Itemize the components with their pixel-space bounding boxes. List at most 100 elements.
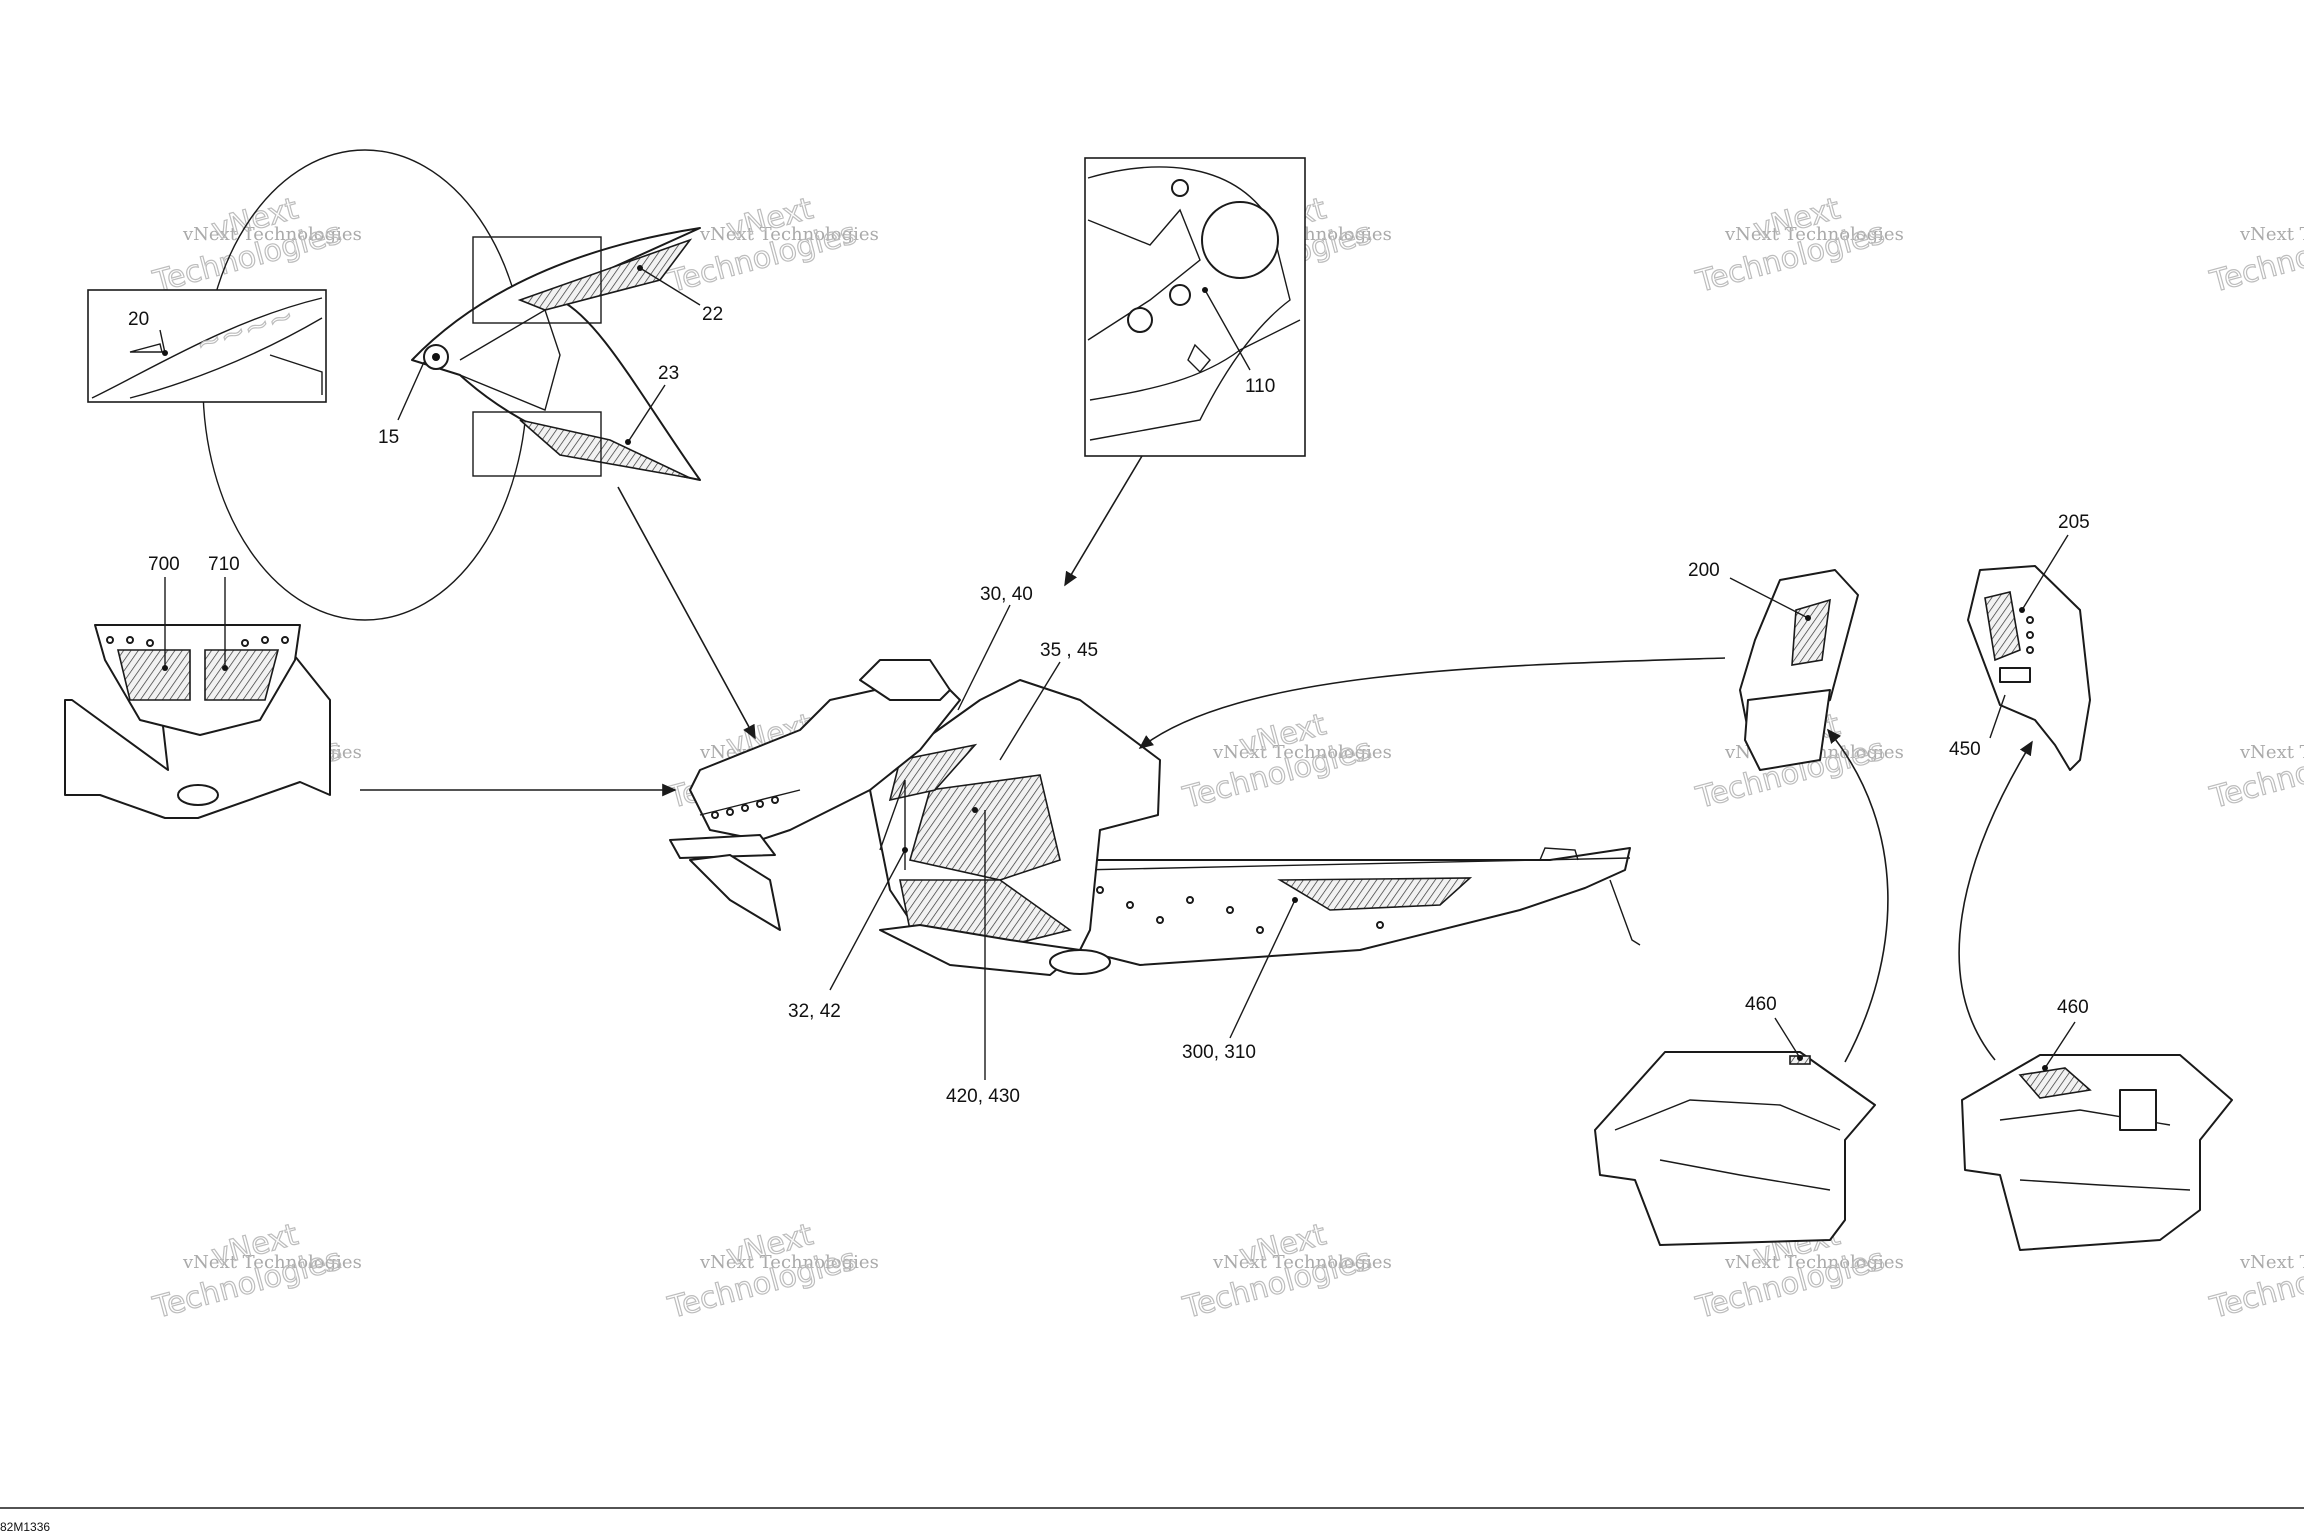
console-panel-lower [1744,689,1831,771]
leader-dot [162,665,168,671]
watermark: vNext Technologies Technologies vNext [1178,1217,1391,1327]
drawing-code: 82M1336 [0,1520,50,1534]
detail-box-lower [472,411,602,477]
callout-23: 23 [658,363,679,384]
tunnel-decal-300 [1277,877,1473,911]
leader-dot [902,847,908,853]
lower-right-side-panel-view: 460 [1961,997,2233,1251]
watermark: vNext Technologies Technologies [2205,1241,2304,1326]
front-grille-holes [106,636,289,647]
rail-line [1079,857,1631,871]
hood-emblem-dot [432,353,440,361]
panel-contour [1659,1159,1831,1191]
rivet [1256,926,1264,934]
watermark: vNext Technologies Technologies vNext [663,191,879,301]
rear-flap [1609,879,1641,946]
callout-460-right: 460 [2057,997,2089,1018]
grille-hole [281,636,289,644]
callout-110: 110 [1245,376,1275,397]
decal-450 [1999,667,2031,683]
rivet [1186,896,1194,904]
watermark: vNext Technologies Technologies vNext [663,1217,878,1327]
leader-300310 [1229,899,1296,1039]
leader-dot [162,350,168,356]
watermark: vNext Technologies Technologies [2205,215,2304,300]
callout-35-45: 35 , 45 [1040,640,1098,661]
callout-15: 15 [378,427,399,448]
rivet [1096,886,1104,894]
leader-dot [1805,615,1811,621]
front-belly-pan [689,854,781,931]
leader-110 [1204,289,1251,371]
inset-logo-mark [129,343,163,353]
headlight-leds [711,796,779,819]
console-knob [1171,179,1189,197]
left-console-panel-view: 200 [1688,560,1859,771]
rivet [1226,906,1234,914]
leader-dot [2042,1065,2048,1071]
front-emblem [177,784,219,806]
leader-dot [972,807,978,813]
front-bumper [669,834,776,859]
decal-460-right [2018,1067,2092,1099]
tunnel-rivets [1096,886,1384,934]
lower-left-side-panel-view: 460 [1594,994,1876,1246]
leader-205 [2021,534,2069,611]
leader-dot [1292,897,1298,903]
callout-420-430: 420, 430 [946,1086,1020,1107]
inset-contour [129,317,323,399]
windshield-base [859,659,951,701]
console-detail-frame [1084,157,1306,457]
decal-710 [204,649,280,701]
rivet [1156,916,1164,924]
svg-text:vNext Technologies: vNext Technologies [2239,1252,2304,1273]
leader-3545 [999,661,1061,761]
leader-460-right [2044,1021,2076,1069]
inset-contour [269,354,323,395]
leader-22 [639,267,701,306]
panel-hole [2026,631,2034,639]
main-chassis-view: 30, 40 35 , 45 32, 42 420, 430 300, 310 [669,584,1641,1107]
leader-dot [1797,1055,1803,1061]
hood-decal-view: ~~~~ 20 22 23 15 [87,149,723,621]
leader-20 [159,329,166,354]
arrow-hood-to-body [617,486,756,740]
leader-15 [397,361,425,421]
svg-text:vNext Technologies: vNext Technologies [1724,1252,1904,1273]
hood-inner-lines [459,308,561,411]
console-inner [1087,208,1201,341]
side-crease [879,779,906,870]
console-contour [1089,319,1301,401]
rear-bumper [1539,847,1579,861]
leader-dot [222,665,228,671]
panel-hole [2026,646,2034,654]
grille-hole [241,639,249,647]
console-knob [1169,284,1191,306]
grille-hole [126,636,134,644]
leader-dot [637,265,643,271]
callout-300-310: 300, 310 [1182,1042,1256,1063]
callout-200: 200 [1688,560,1720,581]
svg-text:vNext Technologies: vNext Technologies [2239,224,2304,245]
drive-wheel [1049,949,1111,975]
leader-200 [1729,577,1809,619]
arrow-console-to-body [1064,455,1143,587]
hood-hatch-23 [519,419,691,479]
watermark: vNext Technologies Technologies vNext [1178,707,1392,817]
svg-text:vNext Technologies: vNext Technologies [1212,742,1392,763]
svg-text:vNext Technologies: vNext Technologies [699,224,879,245]
callout-710: 710 [208,554,240,575]
side-panel-460-left [1594,1051,1876,1246]
inset-contour [91,297,323,399]
decal-200 [1791,598,1831,666]
svg-text:vNext Technologies: vNext Technologies [2239,742,2304,763]
leader-3242 [829,849,906,991]
side-panel-460-right [1961,1054,2233,1251]
panel-contour [1614,1099,1841,1131]
svg-text:vNext Technologies: vNext Technologies [182,1252,362,1273]
callout-460-left: 460 [1745,994,1777,1015]
leader-450 [1989,694,2006,739]
right-console-panel-view: 205 450 [1949,512,2091,771]
svg-text:vNext Technologies: vNext Technologies [1724,224,1904,245]
